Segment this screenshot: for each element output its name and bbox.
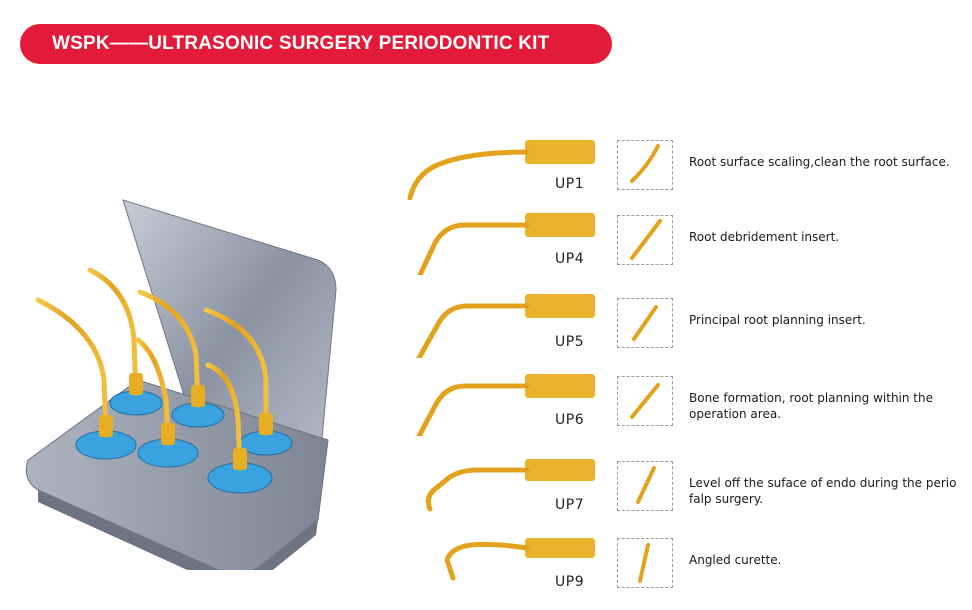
ultrasonic-kit-tray-icon [25,199,337,570]
tip-row-up6: UP6 Bone formation, root planning within… [405,368,965,448]
tip-row-up5: UP5 Principal root planning insert. [405,290,965,370]
tip-code: UP1 [555,176,585,192]
tip-code: UP9 [555,574,585,590]
tip-description: Principal root planning insert. [689,313,866,327]
ultrasonic-tip-icon [417,213,595,275]
ultrasonic-tip-icon [444,538,595,581]
tip-description: Root surface scaling,clean the root surf… [689,155,950,169]
tip-closeup [617,376,673,426]
tip-description: Angled curette. [689,553,782,567]
tip-row-up1: UP1 Root surface scaling,clean the root … [405,132,965,212]
tip-code: UP7 [555,497,585,513]
ultrasonic-tip-icon [416,374,595,436]
tip-row-up4: UP4 Root debridement insert. [405,207,965,287]
ultrasonic-tip-icon [407,140,595,200]
tip-row-up9: UP9 Angled curette. [405,530,965,610]
tip-code: UP5 [555,334,585,350]
tip-description: Bone formation, root planning within the… [689,391,933,421]
tip-code: UP6 [555,412,585,428]
tip-closeup [617,538,673,588]
tip-row-up7: UP7 Level off the suface of endo during … [405,453,965,533]
tip-code: UP4 [555,251,585,267]
tip-closeup [617,215,673,265]
tip-description: Level off the suface of endo during the … [689,476,957,506]
ultrasonic-tip-icon [425,459,595,512]
tip-closeup [617,298,673,348]
tip-description: Root debridement insert. [689,230,840,244]
tip-closeup [617,461,673,511]
ultrasonic-tip-icon [416,294,595,358]
kit-title-banner: WSPK——ULTRASONIC SURGERY PERIODONTIC KIT [20,24,612,64]
tip-closeup [617,140,673,190]
